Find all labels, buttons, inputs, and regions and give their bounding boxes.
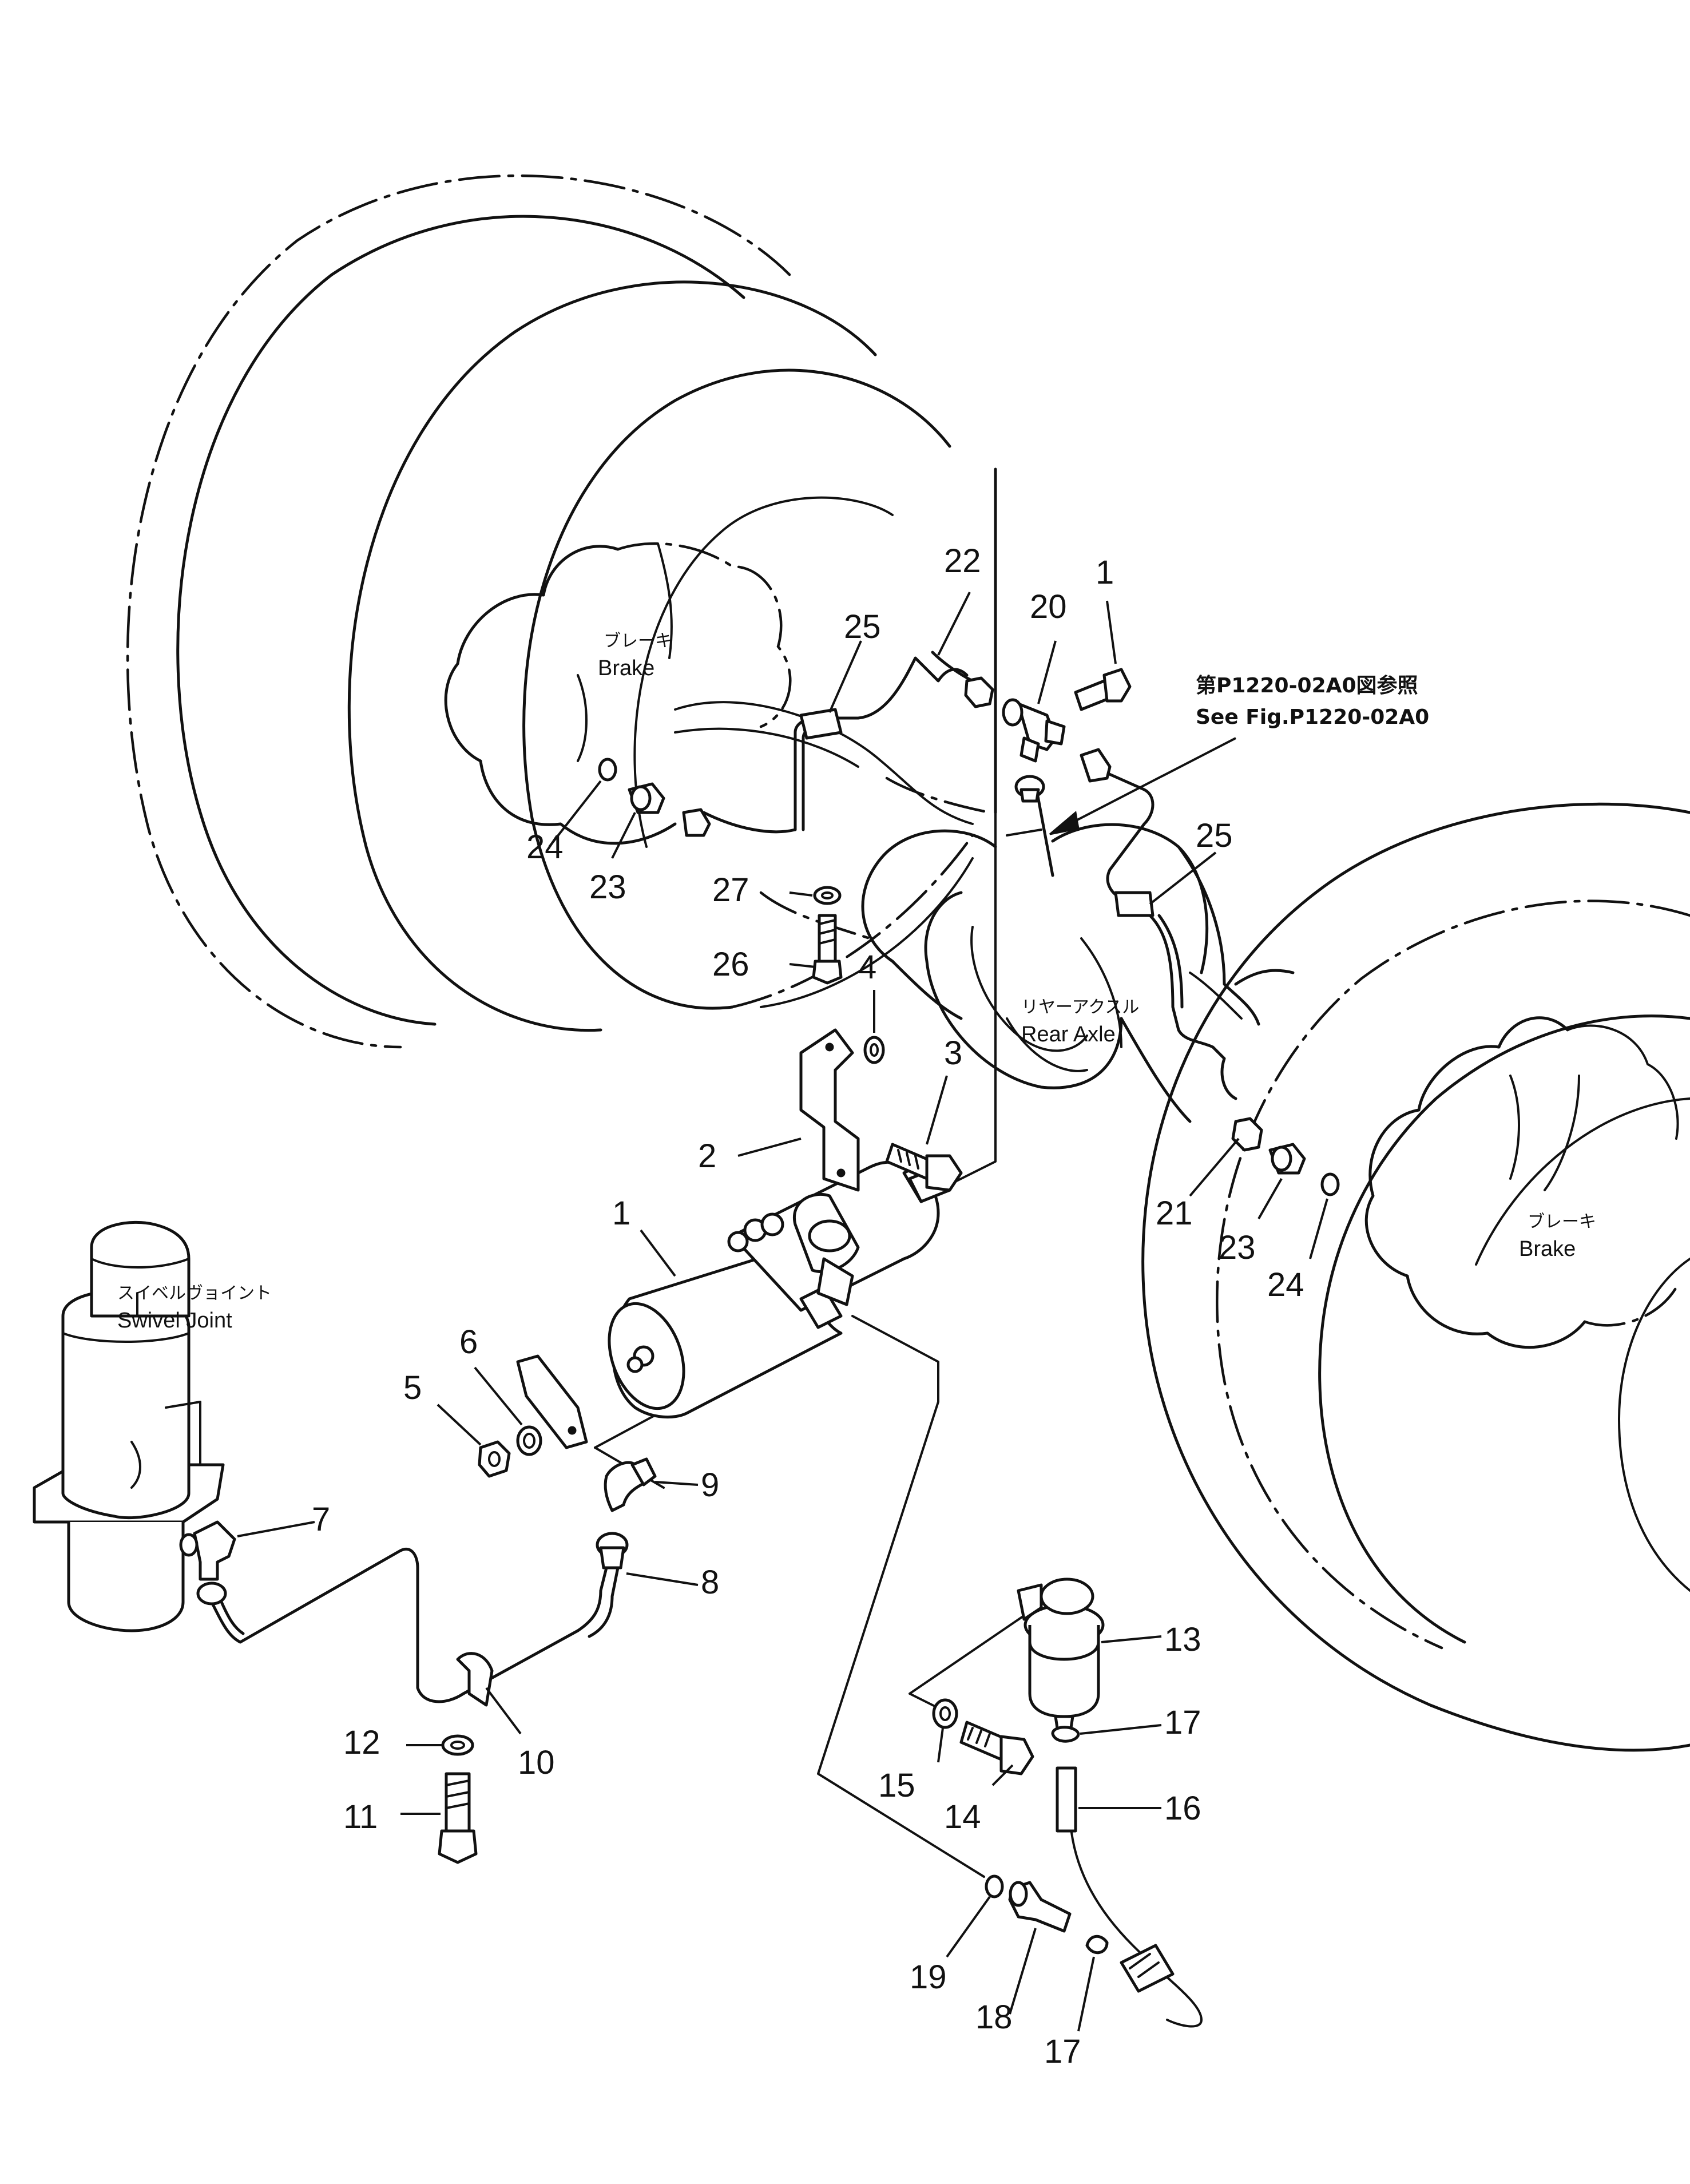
callout-25-left: 25 bbox=[844, 608, 881, 645]
callout-17-lower: 17 bbox=[1044, 2033, 1081, 2070]
part-1-bolt-top bbox=[1074, 668, 1132, 711]
part-11-bolt bbox=[438, 1772, 478, 1864]
part-23-fitting-left bbox=[628, 782, 665, 814]
callout-13: 13 bbox=[1164, 1621, 1201, 1658]
callout-3: 3 bbox=[944, 1034, 962, 1072]
reference-arrow bbox=[1058, 737, 1236, 831]
part-17-clip-lower bbox=[1085, 1935, 1109, 1955]
swivel-joint bbox=[33, 1220, 225, 1632]
brake-left-label: Brake bbox=[598, 656, 654, 680]
part-4-washer bbox=[863, 1036, 885, 1064]
part-22-nut bbox=[964, 676, 994, 708]
right-tire bbox=[1141, 802, 1690, 1752]
hose-end bbox=[1120, 1944, 1175, 1993]
callout-23-left: 23 bbox=[589, 869, 626, 906]
reference-label: See Fig.P1220-02A0 bbox=[1196, 705, 1429, 729]
callout-16: 16 bbox=[1164, 1790, 1201, 1827]
callout-21: 21 bbox=[1156, 1195, 1193, 1232]
part-25-clamp-right bbox=[1114, 891, 1155, 917]
part-5-nut bbox=[478, 1440, 511, 1478]
part-8-fitting bbox=[596, 1532, 629, 1569]
part-14-bolt bbox=[959, 1721, 1034, 1775]
part-21-nut bbox=[1231, 1117, 1263, 1152]
part-15-washer bbox=[932, 1698, 958, 1729]
callout-26: 26 bbox=[712, 946, 749, 983]
part-26-bolt bbox=[812, 914, 843, 985]
left-brake-housing bbox=[444, 542, 974, 940]
rear-axle-label-jp: リヤーアクスル bbox=[1021, 997, 1139, 1017]
part-6-washer bbox=[516, 1425, 542, 1456]
swivel-joint-label-jp: スイベルヴョイント bbox=[117, 1283, 272, 1303]
part-17-clip-upper bbox=[1051, 1726, 1080, 1743]
brake-right-label-jp: ブレーキ bbox=[1528, 1212, 1596, 1232]
callout-24-left: 24 bbox=[526, 829, 564, 866]
callout-25-right: 25 bbox=[1196, 817, 1233, 854]
part-7-elbow bbox=[179, 1520, 236, 1581]
callout-27: 27 bbox=[712, 871, 749, 909]
part-10-clamp bbox=[456, 1652, 494, 1707]
part-3-bolt bbox=[885, 1143, 963, 1192]
part-19-o-ring bbox=[985, 1874, 1004, 1898]
callout-23-right: 23 bbox=[1219, 1229, 1256, 1266]
swivel-joint-label: Swivel Joint bbox=[117, 1309, 232, 1333]
rear-axle bbox=[861, 776, 1295, 1123]
callout-22: 22 bbox=[944, 542, 981, 580]
part-25-clamp-left bbox=[799, 708, 843, 740]
callout-2: 2 bbox=[698, 1137, 716, 1175]
callouts: 1 1 2 3 4 5 6 7 8 9 10 11 12 13 14 15 16… bbox=[312, 542, 1304, 2070]
callout-24-right: 24 bbox=[1267, 1266, 1304, 1303]
part-23-fitting-right bbox=[1268, 1143, 1306, 1175]
callout-5: 5 bbox=[403, 1369, 422, 1406]
callout-1: 1 bbox=[612, 1195, 630, 1232]
fitting-left-nut bbox=[682, 808, 711, 837]
brake-left-label-jp: ブレーキ bbox=[604, 631, 672, 651]
part-1-brake-valve bbox=[608, 1159, 951, 1419]
leader-lines bbox=[237, 592, 1328, 2032]
callout-7: 7 bbox=[312, 1501, 330, 1538]
right-brake-housing bbox=[1364, 1016, 1679, 1349]
part-12-washer bbox=[441, 1734, 474, 1756]
callout-19: 19 bbox=[910, 1959, 947, 1996]
callout-4: 4 bbox=[858, 949, 876, 986]
rear-axle-label: Rear Axle bbox=[1021, 1022, 1116, 1047]
part-13-reservoir bbox=[1017, 1577, 1105, 1730]
callout-12: 12 bbox=[343, 1724, 380, 1761]
callout-11: 11 bbox=[343, 1798, 378, 1836]
fitting-right-top bbox=[1080, 748, 1112, 783]
callout-10: 10 bbox=[518, 1744, 555, 1781]
part-24-o-ring-left bbox=[598, 758, 617, 782]
callout-15: 15 bbox=[878, 1767, 915, 1804]
callout-20: 20 bbox=[1030, 588, 1067, 625]
callout-14: 14 bbox=[944, 1798, 981, 1836]
swivel-fitting bbox=[196, 1581, 227, 1606]
reference-label-jp: 第P1220-02A0図参照 bbox=[1196, 674, 1418, 697]
part-18-fitting bbox=[1008, 1881, 1072, 1933]
brake-right-label: Brake bbox=[1519, 1237, 1576, 1261]
callout-6: 6 bbox=[459, 1323, 478, 1361]
part-20-tee bbox=[1002, 698, 1066, 803]
mount-plate bbox=[516, 1354, 588, 1449]
callout-18: 18 bbox=[975, 1999, 1013, 2036]
left-tire bbox=[126, 174, 997, 1049]
callout-1-top: 1 bbox=[1096, 554, 1114, 591]
callout-8: 8 bbox=[701, 1564, 719, 1601]
part-9-elbow bbox=[604, 1457, 657, 1512]
reference-arrowhead bbox=[1049, 811, 1080, 835]
part-24-o-ring-right bbox=[1320, 1172, 1340, 1196]
part-16-hose bbox=[1056, 1766, 1077, 1833]
callout-9: 9 bbox=[701, 1466, 719, 1504]
callout-17-upper: 17 bbox=[1164, 1704, 1201, 1741]
part-2-bracket bbox=[799, 1028, 860, 1192]
part-27-washer bbox=[813, 886, 842, 905]
